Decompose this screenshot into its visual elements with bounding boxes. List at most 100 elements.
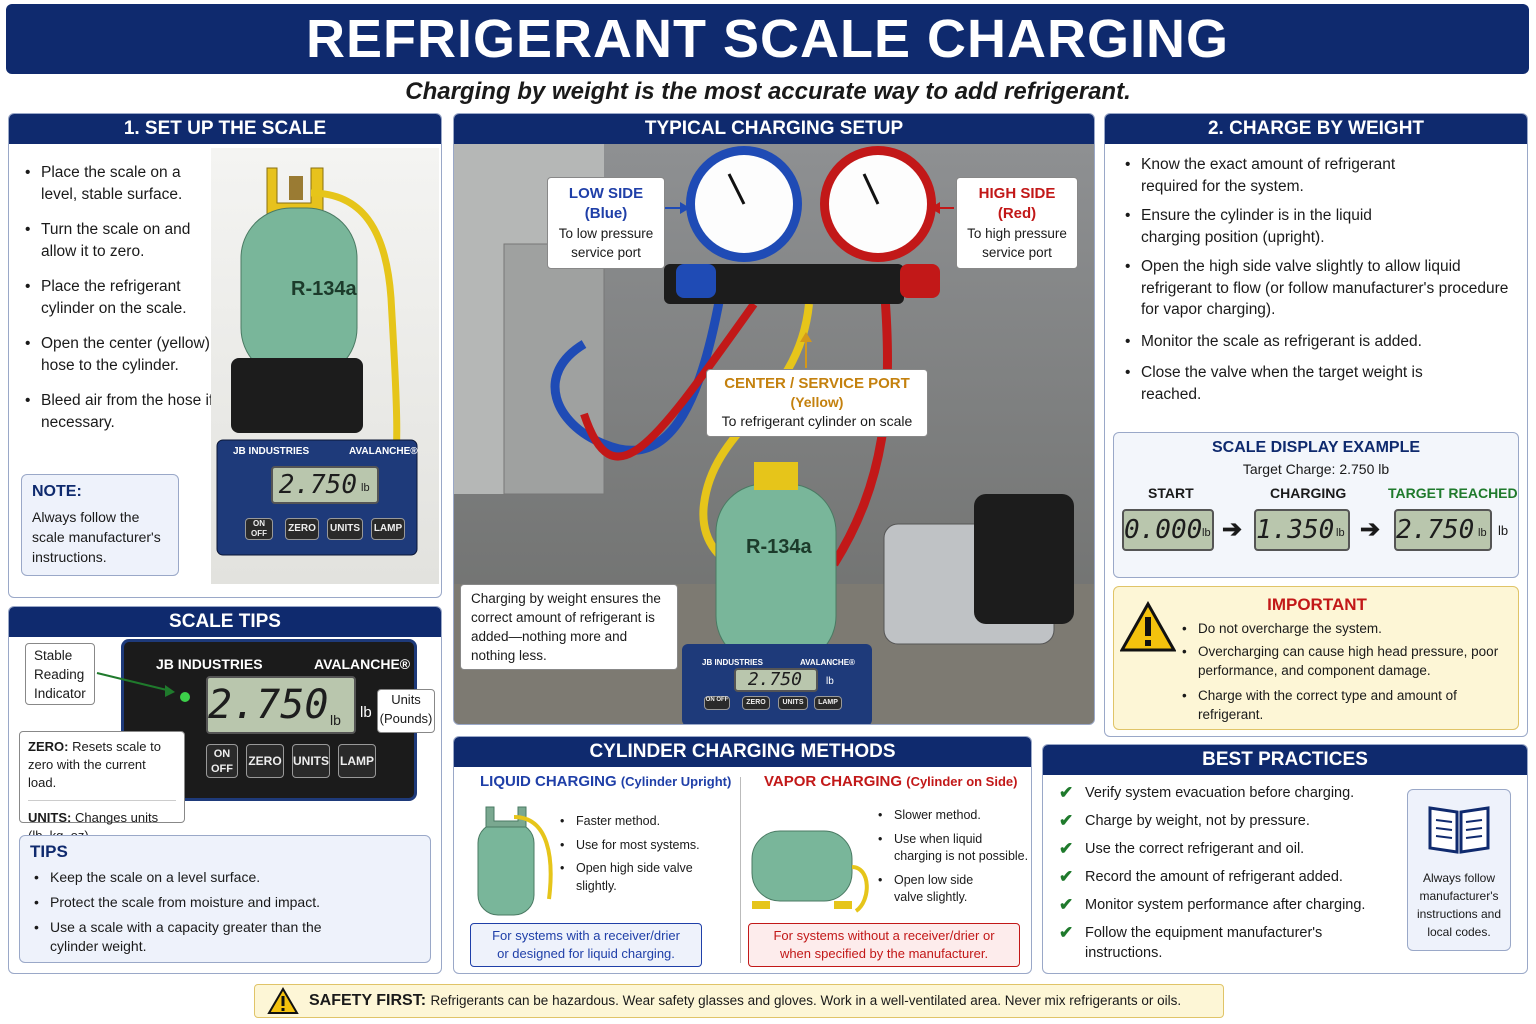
safety-label: SAFETY FIRST: <box>309 992 427 1009</box>
setup-panel: 1. SET UP THE SCALE Place the scale on a… <box>8 113 442 598</box>
low-side-title: LOW SIDE <box>568 185 644 202</box>
setup-step: Place the refrigerant cylinder on the sc… <box>21 276 217 319</box>
photo-lamp-button[interactable]: LAMP <box>814 696 842 710</box>
setup-step: Bleed air from the hose if necessary. <box>21 390 217 433</box>
liquid-item: Open high side valve slightly. <box>556 860 696 895</box>
charge-step: Know the exact amount of refrigerant req… <box>1121 154 1421 197</box>
best-practice-item: Charge by weight, not by pressure. <box>1055 811 1395 831</box>
low-side-desc: To low pressure service port <box>558 226 654 260</box>
tips-units-button[interactable]: UNITS <box>292 744 330 778</box>
vapor-title-row: VAPOR CHARGING (Cylinder on Side) <box>764 773 1017 790</box>
zero-button[interactable]: ZERO <box>285 518 319 540</box>
stage-start-reading: 0.000 <box>1124 515 1203 545</box>
tips-lamp-button[interactable]: LAMP <box>338 744 376 778</box>
tips-heading: SCALE TIPS <box>9 607 441 637</box>
stage-start-label: START <box>1148 485 1194 501</box>
best-practices-list: Verify system evacuation before charging… <box>1055 783 1395 963</box>
arrow-right-icon: ➔ <box>1222 516 1243 543</box>
best-practice-item: Record the amount of refrigerant added. <box>1055 867 1395 887</box>
setup-heading: 1. SET UP THE SCALE <box>9 114 441 144</box>
note-title: NOTE: <box>32 483 82 500</box>
methods-heading: CYLINDER CHARGING METHODS <box>454 737 1031 767</box>
best-practice-item: Monitor system performance after chargin… <box>1055 895 1395 915</box>
important-box: IMPORTANT Do not overcharge the system. … <box>1113 586 1519 730</box>
setup-steps: Place the scale on a level, stable surfa… <box>21 162 217 433</box>
side-cylinder-icon <box>751 830 869 913</box>
tips-lcd: 2.750 <box>206 676 356 734</box>
tips-zero-button[interactable]: ZERO <box>246 744 284 778</box>
safety-bar: SAFETY FIRST: Refrigerants can be hazard… <box>254 984 1224 1018</box>
display-target: Target Charge: 2.750 lb <box>1242 461 1390 477</box>
setup-note: NOTE: Always follow the scale manufactur… <box>21 474 179 576</box>
setup-step: Place the scale on a level, stable surfa… <box>21 162 217 205</box>
stage-target-outer-unit: lb <box>1498 523 1509 538</box>
lamp-button[interactable]: LAMP <box>371 518 405 540</box>
charge-step: Open the high side valve slightly to all… <box>1121 256 1521 321</box>
stage-charging-lcd: 1.350 <box>1254 509 1350 551</box>
high-side-callout: HIGH SIDE (Red) To high pressure service… <box>956 177 1078 269</box>
vapor-item: Slower method. <box>874 807 1030 825</box>
zero-units-callout: ZERO: Resets scale to zero with the curr… <box>19 731 185 843</box>
units-button[interactable]: UNITS <box>327 518 363 540</box>
scale-unit: lb <box>361 482 370 494</box>
photo-zero-button[interactable]: ZERO <box>742 696 770 710</box>
photo-scale-reading: 2.750 <box>747 669 802 690</box>
stage-target-reading: 2.750 <box>1396 515 1475 545</box>
liquid-title: LIQUID CHARGING <box>480 773 617 790</box>
best-practice-item: Verify system evacuation before charging… <box>1055 783 1395 803</box>
stage-start-lcd: 0.000 <box>1122 509 1214 551</box>
on-off-button[interactable]: ON OFF <box>245 518 273 540</box>
scale-model: AVALANCHE® <box>349 446 418 457</box>
tips-model: AVALANCHE® <box>314 656 411 672</box>
important-item: Do not overcharge the system. <box>1178 619 1512 638</box>
manual-text: Always follow manufacturer's instruction… <box>1416 871 1502 939</box>
setup-step: Open the center (yellow) hose to the cyl… <box>21 333 217 376</box>
vapor-item: Use when liquid charging is not possible… <box>874 831 1030 866</box>
stage-start-unit: lb <box>1202 527 1211 539</box>
important-title: IMPORTANT <box>1267 595 1367 614</box>
photo-on-off-button[interactable]: ON OFF <box>704 696 730 710</box>
stable-reading-callout: Stable Reading Indicator <box>25 643 95 705</box>
stable-indicator-icon <box>180 692 190 702</box>
photo-units-button[interactable]: UNITS <box>778 696 808 710</box>
stage-charging-label: CHARGING <box>1270 485 1347 501</box>
low-side-callout: LOW SIDE (Blue) To low pressure service … <box>547 177 665 269</box>
photo-scale-model: AVALANCHE® <box>800 658 855 667</box>
important-item: Overcharging can cause high head pressur… <box>1178 642 1512 680</box>
book-icon <box>1428 806 1490 854</box>
best-practice-item: Follow the equipment manufacturer's inst… <box>1055 923 1345 963</box>
units-symbol: lb <box>360 704 372 721</box>
liquid-item: Faster method. <box>556 813 726 831</box>
photo-scale-brand: JB INDUSTRIES <box>702 658 763 667</box>
stage-target-lcd: 2.750 <box>1394 509 1492 551</box>
liquid-item: Use for most systems. <box>556 837 726 855</box>
page-title: REFRIGERANT SCALE CHARGING <box>6 4 1529 74</box>
stage-charging-unit: lb <box>1336 527 1345 539</box>
tips-lcd-unit: lb <box>330 712 341 728</box>
zero-desc: Resets scale to zero with the current lo… <box>28 739 161 790</box>
tips-list: Keep the scale on a level surface. Prote… <box>30 868 420 956</box>
display-example: SCALE DISPLAY EXAMPLE Target Charge: 2.7… <box>1113 432 1519 578</box>
photo-scale-unit: lb <box>826 676 834 687</box>
tips-on-off-button[interactable]: ON OFF <box>206 744 238 778</box>
liquid-title-row: LIQUID CHARGING (Cylinder Upright) <box>480 773 731 790</box>
safety-text-row: SAFETY FIRST: Refrigerants can be hazard… <box>309 992 1181 1010</box>
vapor-title: VAPOR CHARGING <box>764 773 903 790</box>
tips-title: TIPS <box>30 842 68 861</box>
vapor-item: Open low side valve slightly. <box>874 872 1004 907</box>
stage-target-unit: lb <box>1478 527 1487 539</box>
tips-brand: JB INDUSTRIES <box>156 656 263 672</box>
methods-panel: CYLINDER CHARGING METHODS LIQUID CHARGIN… <box>453 736 1032 974</box>
upright-cylinder-icon <box>477 806 553 916</box>
tips-reading: 2.750 <box>208 682 329 728</box>
best-practices-heading: BEST PRACTICES <box>1043 745 1527 775</box>
low-side-color: (Blue) <box>584 205 628 222</box>
best-practice-item: Use the correct refrigerant and oil. <box>1055 839 1395 859</box>
vapor-list: Slower method. Use when liquid charging … <box>874 807 1030 907</box>
methods-divider <box>740 777 741 963</box>
charge-steps: Know the exact amount of refrigerant req… <box>1121 154 1521 405</box>
scale-lcd: 2.750 <box>271 466 379 504</box>
liquid-list: Faster method. Use for most systems. Ope… <box>556 813 726 895</box>
cylinder-label: R-134a <box>291 278 357 300</box>
setup-step: Turn the scale on and allow it to zero. <box>21 219 217 262</box>
